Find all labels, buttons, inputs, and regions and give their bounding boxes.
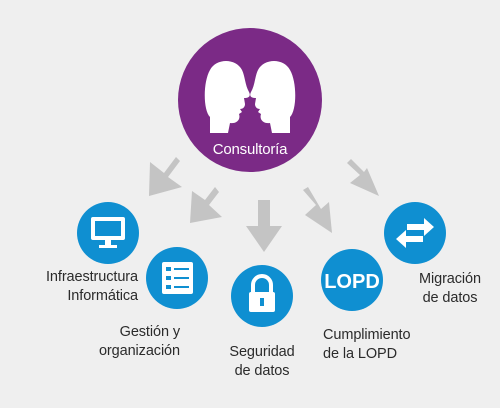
lopd-text-icon: LOPD (324, 271, 380, 293)
label-lopd-line2: de la LOPD (323, 346, 397, 362)
label-infraestructura-line2: Informática (67, 288, 138, 304)
arrow-to-infraestructura (149, 157, 182, 196)
label-gestion-line1: Gestión y (119, 324, 180, 340)
monitor-icon (91, 217, 125, 248)
swap-arrows-icon (396, 218, 434, 248)
label-gestion-line2: organización (98, 343, 180, 359)
lopd-circle (321, 249, 383, 311)
two-heads-icon (204, 61, 296, 133)
arrow-to-lopd (303, 187, 332, 233)
label-migracion: Migración de datos (400, 270, 500, 308)
arrow-to-migracion (347, 159, 379, 196)
migracion-circle (384, 202, 446, 264)
hub-label: Consultoría (212, 141, 288, 158)
arrow-to-seguridad (246, 200, 282, 252)
label-migracion-line1: Migración (419, 271, 481, 287)
label-seguridad-line1: Seguridad (229, 344, 295, 360)
padlock-icon (249, 274, 275, 312)
label-lopd: Cumplimiento de la LOPD (323, 326, 443, 364)
label-gestion: Gestión y organización (80, 323, 180, 361)
label-infraestructura-line1: Infraestructura (46, 269, 138, 285)
arrow-to-gestion (190, 187, 222, 223)
label-seguridad: Seguridad de datos (212, 343, 312, 381)
hub-circle (178, 28, 322, 172)
label-infraestructura: Infraestructura Informática (12, 268, 138, 306)
label-migracion-line2: de datos (422, 290, 478, 306)
checklist-icon (162, 262, 193, 294)
label-seguridad-line2: de datos (234, 363, 290, 379)
label-lopd-line1: Cumplimiento (323, 327, 411, 343)
